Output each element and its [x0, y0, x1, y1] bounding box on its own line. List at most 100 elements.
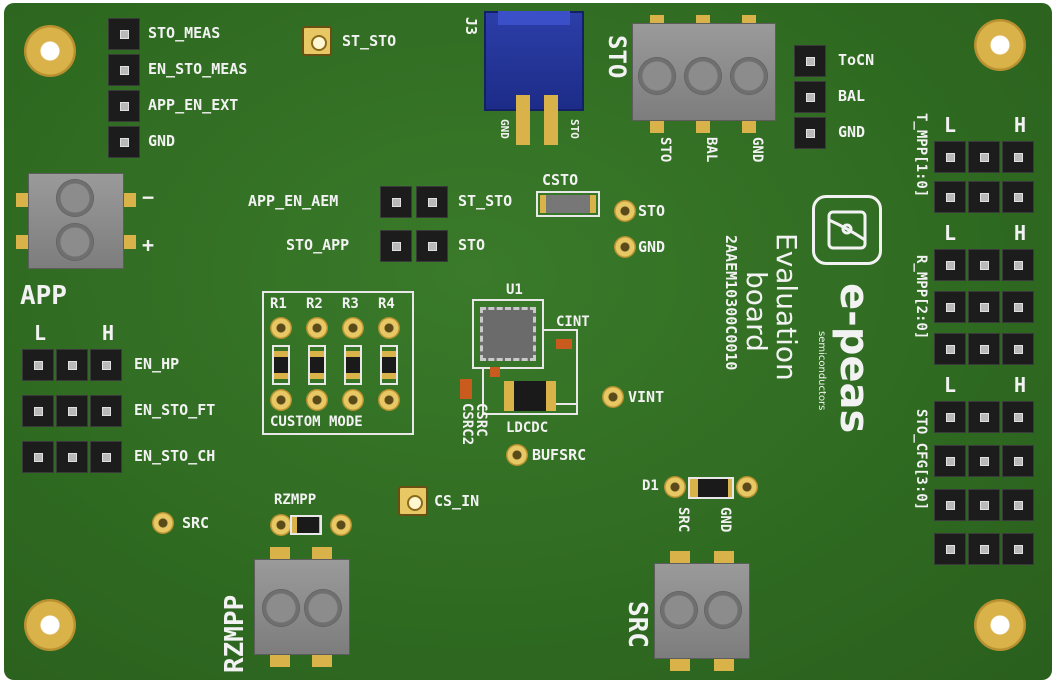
screw-icon[interactable] — [56, 223, 94, 261]
test-point-cs-in[interactable] — [398, 486, 428, 516]
app-pad — [16, 235, 28, 249]
label-t-mpp: T_MPP[1:0] — [913, 113, 929, 198]
header-pin[interactable] — [934, 445, 966, 477]
header-pin[interactable] — [22, 349, 54, 381]
header-pin[interactable] — [1002, 333, 1034, 365]
resistor-pad[interactable] — [342, 317, 364, 339]
label-bal: BAL — [838, 87, 866, 105]
header-pin[interactable] — [90, 349, 122, 381]
header-pin[interactable] — [794, 117, 826, 149]
smd-capacitor — [490, 367, 500, 377]
test-point-sto[interactable] — [614, 200, 636, 222]
header-pin[interactable] — [934, 489, 966, 521]
resistor-pad[interactable] — [270, 317, 292, 339]
header-pin[interactable] — [1002, 489, 1034, 521]
label-sto-pin-sto: STO — [657, 137, 673, 163]
d1-diode — [688, 477, 734, 499]
header-pin[interactable] — [968, 445, 1000, 477]
header-pin[interactable] — [56, 441, 88, 473]
header-pin[interactable] — [1002, 249, 1034, 281]
label-sto-cfg: STO_CFG[3:0] — [913, 409, 929, 511]
header-pin[interactable] — [794, 81, 826, 113]
label-custom-mode: CUSTOM MODE — [270, 414, 363, 430]
sto-pad — [696, 15, 710, 25]
header-pin[interactable] — [1002, 291, 1034, 323]
resistor-pad[interactable] — [306, 389, 328, 411]
header-pin[interactable] — [968, 249, 1000, 281]
resistor-pad[interactable] — [342, 389, 364, 411]
label-gnd-bal: GND — [838, 123, 866, 141]
sto-pad — [742, 121, 756, 133]
header-pin[interactable] — [90, 395, 122, 427]
header-pin[interactable] — [968, 489, 1000, 521]
header-pin[interactable] — [934, 141, 966, 173]
resistor-pad[interactable] — [378, 389, 400, 411]
resistor-outline — [272, 345, 290, 385]
header-pin[interactable] — [934, 181, 966, 213]
mounting-hole-top-left — [24, 25, 76, 77]
header-pin[interactable] — [108, 54, 140, 86]
header-pin[interactable] — [108, 18, 140, 50]
test-point-st-sto[interactable] — [302, 26, 332, 56]
test-point-vint[interactable] — [602, 386, 624, 408]
screw-icon[interactable] — [704, 591, 742, 629]
label-app-en-aem: APP_EN_AEM — [248, 192, 339, 210]
test-point-bufsrc[interactable] — [506, 444, 528, 466]
j3-pad-gnd — [516, 95, 530, 145]
header-pin[interactable] — [934, 401, 966, 433]
screw-icon[interactable] — [660, 591, 698, 629]
jumper-pin[interactable] — [380, 186, 412, 218]
resistor-r3 — [346, 351, 360, 379]
screw-icon[interactable] — [684, 57, 722, 95]
d1-pad[interactable] — [664, 476, 686, 498]
header-pin[interactable] — [934, 291, 966, 323]
header-pin[interactable] — [968, 533, 1000, 565]
header-pin[interactable] — [1002, 401, 1034, 433]
header-pin[interactable] — [56, 395, 88, 427]
header-pin[interactable] — [968, 333, 1000, 365]
d1-pad[interactable] — [736, 476, 758, 498]
resistor-pad[interactable] — [306, 317, 328, 339]
rzmpp-pad[interactable] — [270, 514, 292, 536]
custom-mode-box — [262, 291, 414, 435]
header-pin[interactable] — [56, 349, 88, 381]
header-pin[interactable] — [934, 333, 966, 365]
jumper-pin[interactable] — [416, 186, 448, 218]
header-pin[interactable] — [1002, 533, 1034, 565]
test-point-src[interactable] — [152, 512, 174, 534]
rzmpp-connector-pad — [270, 655, 290, 667]
label-app-en-ext: APP_EN_EXT — [148, 96, 239, 114]
resistor-pad[interactable] — [270, 389, 292, 411]
header-pin[interactable] — [968, 401, 1000, 433]
rzmpp-resistor — [290, 515, 322, 535]
header-pin[interactable] — [22, 395, 54, 427]
screw-icon[interactable] — [730, 57, 768, 95]
header-pin[interactable] — [968, 291, 1000, 323]
screw-icon[interactable] — [638, 57, 676, 95]
label-jumper-sto: STO — [458, 236, 486, 254]
test-point-gnd[interactable] — [614, 236, 636, 258]
screw-icon[interactable] — [304, 589, 342, 627]
screw-icon[interactable] — [262, 589, 300, 627]
header-pin[interactable] — [108, 90, 140, 122]
header-pin[interactable] — [934, 249, 966, 281]
jumper-pin[interactable] — [380, 230, 412, 262]
header-pin[interactable] — [90, 441, 122, 473]
header-pin[interactable] — [1002, 445, 1034, 477]
header-pin[interactable] — [968, 141, 1000, 173]
app-pad — [124, 235, 136, 249]
screw-icon[interactable] — [56, 179, 94, 217]
header-pin[interactable] — [794, 45, 826, 77]
jumper-pin[interactable] — [416, 230, 448, 262]
header-pin[interactable] — [1002, 141, 1034, 173]
header-pin[interactable] — [1002, 181, 1034, 213]
resistor-pad[interactable] — [378, 317, 400, 339]
header-pin[interactable] — [934, 533, 966, 565]
label-sto-pin-gnd: GND — [749, 137, 765, 163]
header-pin[interactable] — [968, 181, 1000, 213]
label-cint: CINT — [556, 314, 590, 330]
header-pin[interactable] — [108, 126, 140, 158]
sto-pad — [650, 15, 664, 25]
rzmpp-pad[interactable] — [330, 514, 352, 536]
header-pin[interactable] — [22, 441, 54, 473]
